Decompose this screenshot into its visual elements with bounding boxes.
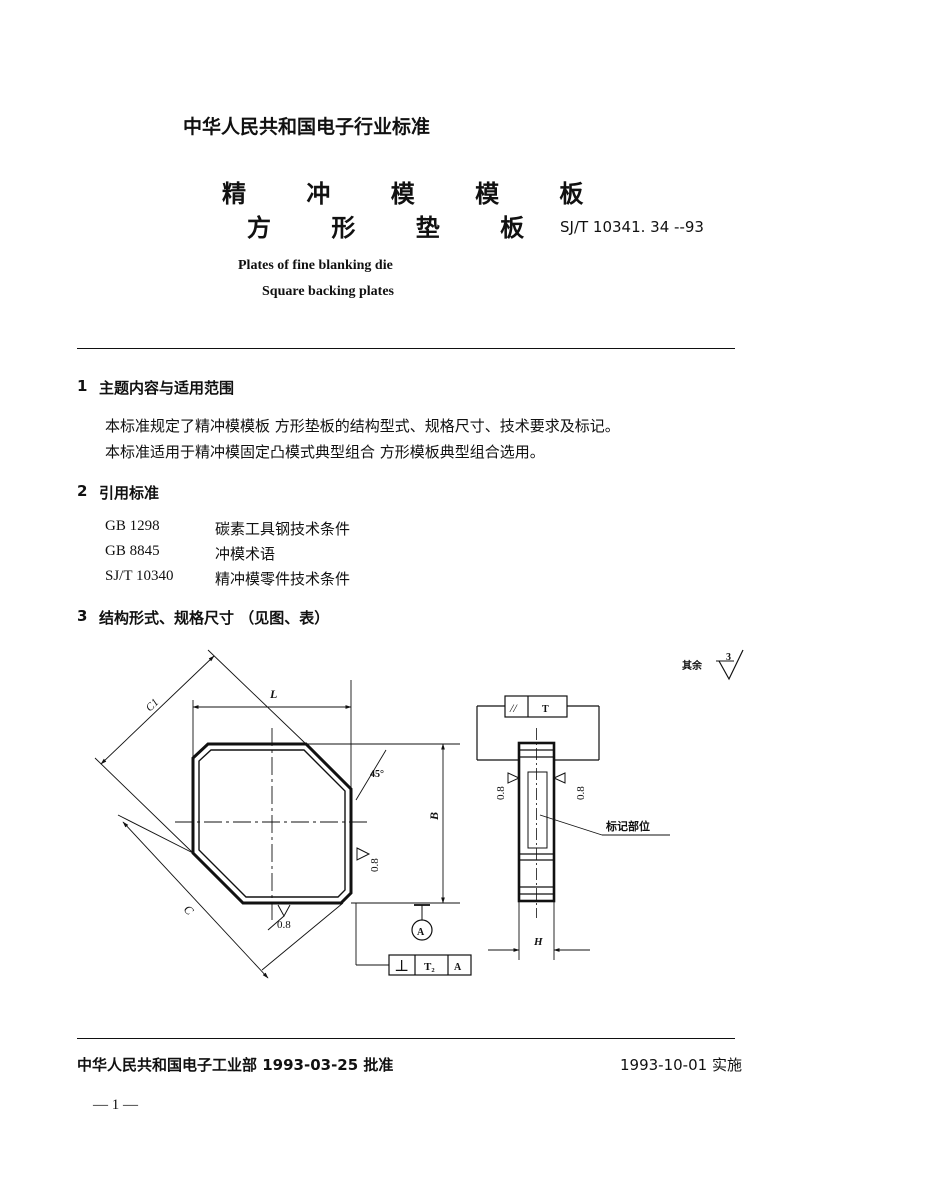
section-2-heading: 引用标准: [99, 484, 160, 502]
parallel-tolerance: T: [542, 704, 549, 715]
perpendicularity-symbol: ⊥: [394, 958, 409, 975]
datum-circle-label: A: [417, 927, 425, 938]
section-1-paragraph-1: 本标准规定了精冲模模板 方形垫板的结构型式、规格尺寸、技术要求及标记。: [105, 417, 620, 435]
remaining-surfaces-note: 其余: [682, 659, 703, 672]
standard-code: SJ/T 10341. 34 --93: [560, 218, 704, 236]
angle-label: 45°: [370, 769, 384, 780]
roughness-right-value: 0.8: [369, 858, 381, 872]
section-1-heading: 主题内容与适用范围: [99, 379, 235, 397]
perpendicularity-datum: A: [454, 962, 462, 973]
section-3-heading: 结构形式、规格尺寸 （见图、表）: [99, 609, 330, 627]
roughness-bottom-value: 0.8: [277, 919, 291, 931]
title-line-1: 精 冲 模 模 板: [222, 180, 610, 208]
ref-name-2: 冲模术语: [215, 545, 276, 563]
english-title-line-2: Square backing plates: [262, 284, 394, 299]
perpendicularity-tolerance: T₂: [424, 961, 435, 973]
dim-label-C1: C1: [144, 697, 162, 715]
issuing-organization: 中华人民共和国电子行业标准: [183, 116, 431, 138]
plate-outline-inner: [198, 749, 346, 898]
section-1-number: 1: [77, 377, 88, 395]
section-2-number: 2: [77, 482, 88, 500]
effective-date: 1993-10-01 实施: [620, 1056, 742, 1074]
parallel-symbol: //: [509, 701, 518, 715]
ref-name-1: 碳素工具钢技术条件: [215, 520, 351, 538]
section-1-paragraph-2: 本标准适用于精冲模固定凸模式典型组合 方形模板典型组合选用。: [105, 443, 545, 461]
dim-label-L: L: [269, 687, 277, 701]
roughness-right-side-value: 0.8: [575, 786, 587, 800]
section-3-number: 3: [77, 607, 88, 625]
ref-code-3: SJ/T 10340: [105, 568, 174, 584]
mark-position-label: 标记部位: [605, 819, 650, 833]
ref-name-3: 精冲模零件技术条件: [215, 570, 351, 588]
ref-code-1: GB 1298: [105, 518, 160, 534]
remaining-surfaces-value: 3: [726, 652, 731, 663]
dim-label-H: H: [533, 936, 543, 948]
title-line-2: 方 形 垫 板: [247, 214, 551, 242]
header-rule: [77, 348, 735, 349]
dim-label-C: C: [181, 902, 197, 918]
footer-rule: [77, 1038, 735, 1039]
page-number: — 1 —: [93, 1097, 138, 1113]
roughness-left-side-value: 0.8: [495, 786, 507, 800]
ref-code-2: GB 8845: [105, 543, 160, 559]
plate-outline-outer: [191, 742, 353, 905]
approval-statement: 中华人民共和国电子工业部 1993-03-25 批准: [77, 1056, 394, 1074]
dim-label-B: B: [427, 812, 441, 821]
english-title-line-1: Plates of fine blanking die: [238, 258, 393, 273]
